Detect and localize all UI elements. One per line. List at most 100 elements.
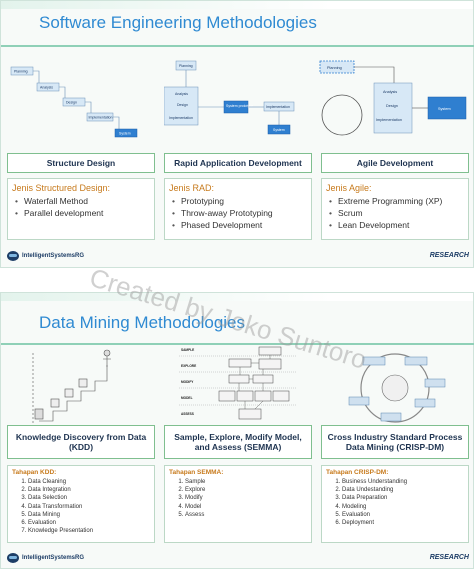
semma-stage-2: EXPLORE xyxy=(181,364,196,368)
wf-arrow-1 xyxy=(33,70,40,83)
crisp-stage-box xyxy=(404,356,428,366)
semma-node xyxy=(218,390,236,402)
crisp-stage-box xyxy=(380,412,402,422)
slide2-footer: IntelligentSystemsRG RESEARCH xyxy=(1,553,474,567)
semma-box: Tahapan SEMMA: Sample Explore Modify Mod… xyxy=(164,465,312,543)
agile-box-core xyxy=(373,82,413,134)
logo-icon xyxy=(7,553,19,563)
logo-text: IntelligentSystemsRG xyxy=(22,555,85,561)
semma-node xyxy=(252,374,274,384)
rad-label-1: Planning xyxy=(179,64,193,68)
list-item: Data Cleaning xyxy=(28,478,154,486)
list-item: Model xyxy=(185,503,311,511)
wf-arrow-2 xyxy=(59,86,66,98)
agile-list: Extreme Programming (XP) Scrum Lean Deve… xyxy=(322,195,468,231)
agile-label-4: Implementation xyxy=(376,118,402,122)
crisp-stage-box xyxy=(362,356,386,366)
list-item: Waterfall Method xyxy=(15,195,154,207)
agile-diagram: Planning Analysis Design Implementation … xyxy=(319,60,467,136)
list-item: Scrum xyxy=(329,207,468,219)
agile-box-system xyxy=(427,96,467,120)
rad-box-system xyxy=(267,124,291,135)
title-divider xyxy=(1,45,474,47)
logo: IntelligentSystemsRG xyxy=(7,251,84,261)
rad-diagram: Planning Analysis Design Implementation … xyxy=(164,60,295,135)
semma-stage-4: MODEL xyxy=(181,396,193,400)
list-item: Data Undestanding xyxy=(342,486,468,494)
rad-jenis: Jenis RAD: xyxy=(169,183,215,193)
crisp-dm-header: Cross Industry Standard Process Data Min… xyxy=(321,425,469,459)
wf-label-1: Planning xyxy=(14,70,28,74)
crisp-stage-box xyxy=(348,396,370,406)
wf-label-4: Implementation xyxy=(89,116,113,120)
semma-list: Sample Explore Modify Model Assess xyxy=(165,478,311,519)
semma-tahapan: Tahapan SEMMA: xyxy=(169,469,224,476)
rad-label-4: Implementation xyxy=(169,116,193,120)
kdd-box: Tahapan KDD: Data Cleaning Data Integrat… xyxy=(7,465,155,543)
semma-node xyxy=(254,390,272,402)
wf-arrow-3 xyxy=(85,101,92,113)
kdd-data-icon xyxy=(78,378,88,388)
list-item: Explore xyxy=(185,486,311,494)
wf-label-5: System xyxy=(119,132,131,136)
slide-top-decoration xyxy=(1,1,473,9)
wf-arrow-4 xyxy=(113,116,120,129)
kdd-data-icon xyxy=(64,388,74,398)
kdd-list: Data Cleaning Data Integration Data Sele… xyxy=(8,478,154,535)
list-item: Evaluation xyxy=(342,511,468,519)
title-divider xyxy=(1,343,474,345)
rad-label-7: System xyxy=(273,128,285,132)
crisp-stage-box xyxy=(424,378,446,388)
crisp-outer-cycle xyxy=(360,353,430,423)
slide-data-mining: Data Mining Methodologies SAMPLE EXPLORE… xyxy=(0,292,474,569)
rad-list: Prototyping Throw-away Prototyping Phase… xyxy=(165,195,311,231)
list-item: Lean Development xyxy=(329,219,468,231)
crisp-stage-box xyxy=(414,398,436,408)
slide-top-decoration xyxy=(1,293,473,301)
kdd-diagram xyxy=(32,349,111,423)
crisp-dm-box: Tahapan CRISP-DM: Business Understanding… xyxy=(321,465,469,543)
crisp-dm-tahapan: Tahapan CRISP-DM: xyxy=(326,469,389,476)
rad-header: Rapid Application Development xyxy=(164,153,312,173)
structure-design-jenis: Jenis Structured Design: xyxy=(12,183,111,193)
rad-label-3: Design xyxy=(177,103,188,107)
rad-label-2: Analysis xyxy=(175,92,188,96)
wf-box-5 xyxy=(114,128,138,138)
kdd-staircase xyxy=(39,365,108,422)
list-item: Parallel development xyxy=(15,207,154,219)
rad-label-6: Implementation xyxy=(266,105,290,109)
research-label: RESEARCH xyxy=(429,554,469,561)
rad-box-core xyxy=(164,86,199,126)
wf-label-2: Analysis xyxy=(40,86,53,90)
list-item: Knowledge Presentation xyxy=(28,527,154,535)
list-item: Sample xyxy=(185,478,311,486)
list-item: Evaluation xyxy=(28,519,154,527)
agile-arrow-1 xyxy=(354,66,395,83)
agile-label-2: Analysis xyxy=(383,90,397,94)
list-item: Prototyping xyxy=(172,195,311,207)
list-item: Modeling xyxy=(342,503,468,511)
semma-stage-1: SAMPLE xyxy=(181,348,194,352)
kdd-person-body xyxy=(103,356,111,367)
structure-design-box: Jenis Structured Design: Waterfall Metho… xyxy=(7,178,155,240)
semma-header: Sample, Explore, Modify Model, and Asses… xyxy=(164,425,312,459)
semma-node xyxy=(258,358,282,370)
slide1-title: Software Engineering Methodologies xyxy=(39,13,317,32)
kdd-data-icon xyxy=(50,398,60,408)
list-item: Assess xyxy=(185,511,311,519)
logo-text: IntelligentSystemsRG xyxy=(22,253,85,259)
agile-label-5: System xyxy=(438,107,451,111)
agile-header: Agile Development xyxy=(321,153,469,173)
semma-node xyxy=(228,358,252,368)
slide2-title: Data Mining Methodologies xyxy=(39,313,246,332)
agile-label-3: Design xyxy=(386,104,398,108)
kdd-db-icon xyxy=(34,408,44,420)
rad-box: Jenis RAD: Prototyping Throw-away Protot… xyxy=(164,178,312,240)
semma-node xyxy=(236,390,254,402)
wf-label-3: Design xyxy=(66,101,77,105)
list-item: Business Understanding xyxy=(342,478,468,486)
list-item: Data Preparation xyxy=(342,494,468,502)
kdd-tahapan: Tahapan KDD: xyxy=(12,469,57,476)
structure-design-header: Structure Design xyxy=(7,153,155,173)
semma-node xyxy=(228,374,250,384)
